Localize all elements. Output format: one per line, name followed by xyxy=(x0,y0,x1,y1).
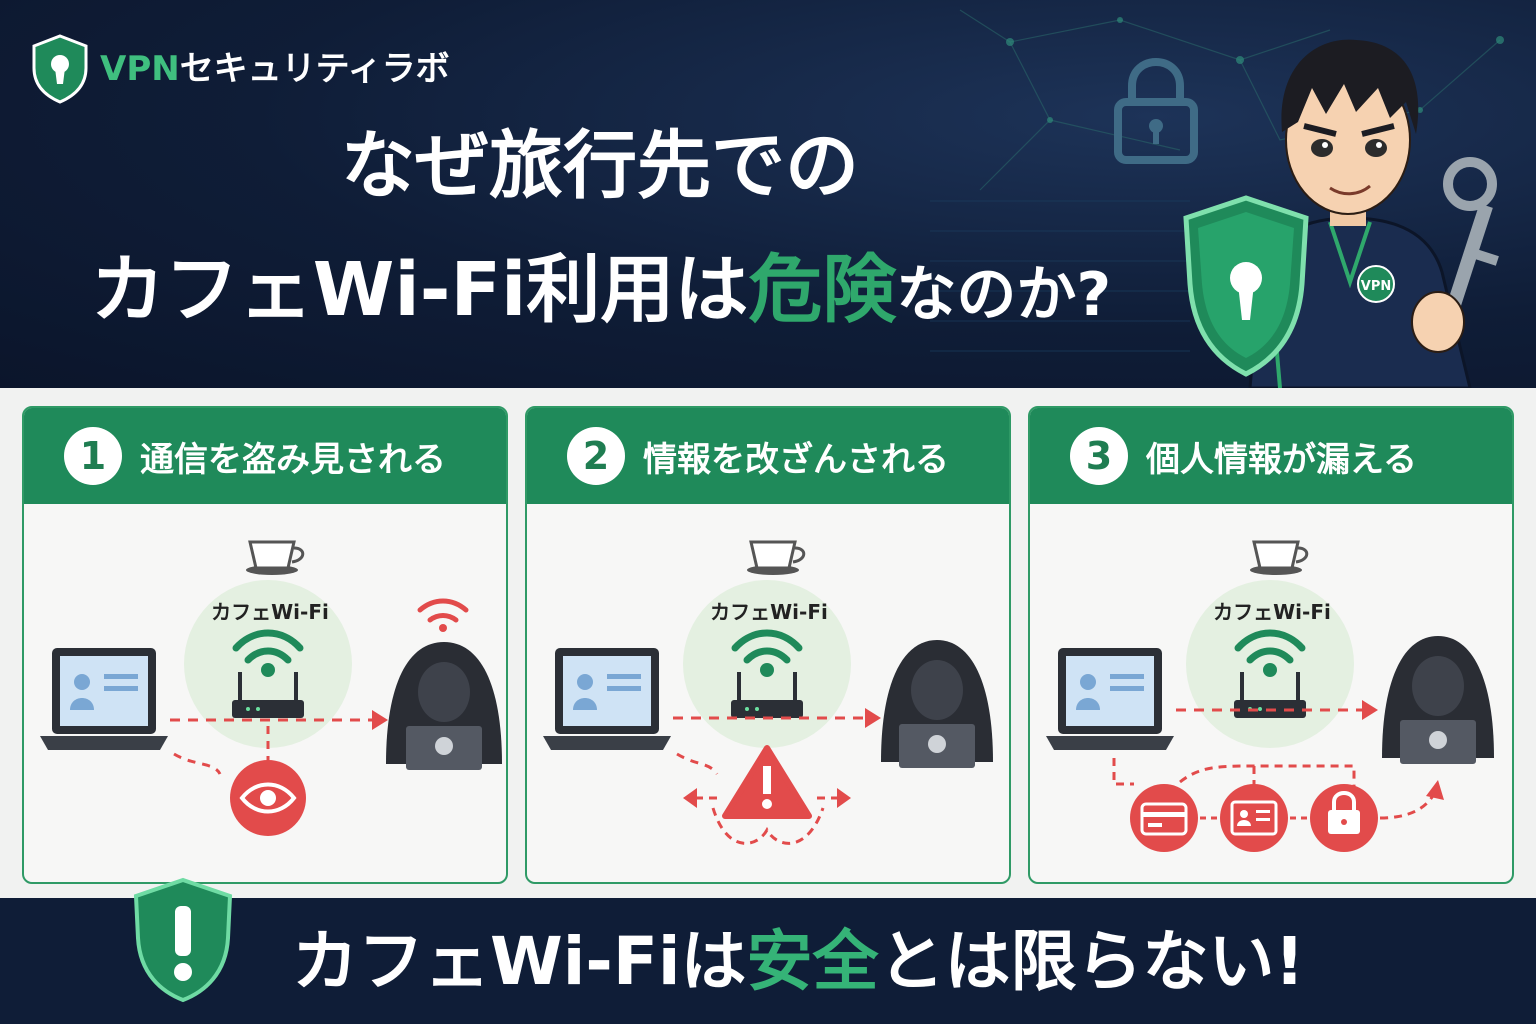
laptop-icon xyxy=(40,648,168,750)
risk-panel-1: 1 通信を盗み見される xyxy=(22,406,508,884)
hacker-icon xyxy=(386,642,502,770)
panel-3-body: カフェWi-Fi xyxy=(1030,504,1512,882)
brand[interactable]: VPNセキュリティラボ xyxy=(30,34,450,104)
wifi-signal-icon xyxy=(731,629,803,664)
risk-panel-2: 2 情報を改ざんされる xyxy=(525,406,1011,884)
brand-vpn: VPN xyxy=(100,49,180,89)
alert-signal-icon xyxy=(417,598,469,623)
shield-keyhole-icon xyxy=(32,34,88,104)
id-card-icon xyxy=(1220,784,1288,852)
panel-3-wifi-label: カフェWi-Fi xyxy=(1213,600,1331,624)
footer-message: カフェWi-Fiは安全とは限らない! xyxy=(292,922,1305,1002)
headline-line2-b: なのか? xyxy=(896,260,1112,330)
panel-1-header: 1 通信を盗み見される xyxy=(24,408,506,504)
panel-1-wifi-label: カフェWi-Fi xyxy=(211,600,329,624)
panel-3-number: 3 xyxy=(1070,427,1128,485)
wifi-signal-icon xyxy=(1234,629,1306,664)
panel-1-body: カフェWi-Fi xyxy=(24,504,506,882)
panel-2-body: カフェWi-Fi xyxy=(527,504,1009,882)
coffee-cup-icon xyxy=(1250,540,1309,575)
laptop-icon xyxy=(1046,648,1174,750)
hacker-icon xyxy=(881,640,993,768)
mascot-badge: VPN xyxy=(1361,279,1391,294)
laptop-icon xyxy=(543,648,671,750)
brand-name: VPNセキュリティラボ xyxy=(100,52,450,86)
panel-3-title: 個人情報が漏える xyxy=(1146,439,1417,480)
footer-message-b: とは限らない! xyxy=(878,923,1305,1000)
footer-banner: カフェWi-Fiは安全とは限らない! xyxy=(0,877,1536,1024)
panel-2-number: 2 xyxy=(567,427,625,485)
coffee-cup-icon xyxy=(747,540,806,575)
router-icon xyxy=(232,672,304,718)
panel-1-number: 1 xyxy=(64,427,122,485)
headline-line2-a: カフェWi-Fi利用は xyxy=(90,247,749,333)
credit-card-icon xyxy=(1130,784,1198,852)
tamper-scene xyxy=(543,540,993,845)
panel-2-header: 2 情報を改ざんされる xyxy=(527,408,1009,504)
headline-accent: 危険 xyxy=(748,247,897,333)
footer-message-a: カフェWi-Fiは xyxy=(292,923,747,1000)
eavesdrop-scene xyxy=(40,540,502,836)
coffee-cup-icon xyxy=(246,540,305,575)
padlock-icon xyxy=(1114,57,1198,164)
security-mascot: VPN xyxy=(1183,39,1499,388)
hero-header: VPNセキュリティラボ なぜ旅行先での カフェWi-Fi利用は危険なのか? VP… xyxy=(0,0,1536,388)
lock-icon xyxy=(1310,784,1378,852)
wifi-signal-icon xyxy=(232,629,304,664)
panel-3-header: 3 個人情報が漏える xyxy=(1030,408,1512,504)
risk-panel-3: 3 個人情報が漏える xyxy=(1028,406,1514,884)
eye-icon xyxy=(230,760,306,836)
headline-line2: カフェWi-Fi利用は危険なのか? xyxy=(36,247,1166,333)
data-leak-scene xyxy=(1046,540,1494,852)
headline-line1: なぜ旅行先での xyxy=(341,123,859,209)
panel-2-title: 情報を改ざんされる xyxy=(643,439,949,480)
shield-exclamation-icon xyxy=(133,877,233,1003)
panel-1-title: 通信を盗み見される xyxy=(140,439,446,480)
warning-icon xyxy=(722,745,812,819)
hacker-icon xyxy=(1382,636,1494,764)
brand-rest: セキュリティラボ xyxy=(179,49,450,89)
network-background xyxy=(930,9,1504,352)
router-icon xyxy=(731,672,803,718)
panel-2-wifi-label: カフェWi-Fi xyxy=(710,600,828,624)
footer-accent: 安全 xyxy=(746,923,879,1000)
